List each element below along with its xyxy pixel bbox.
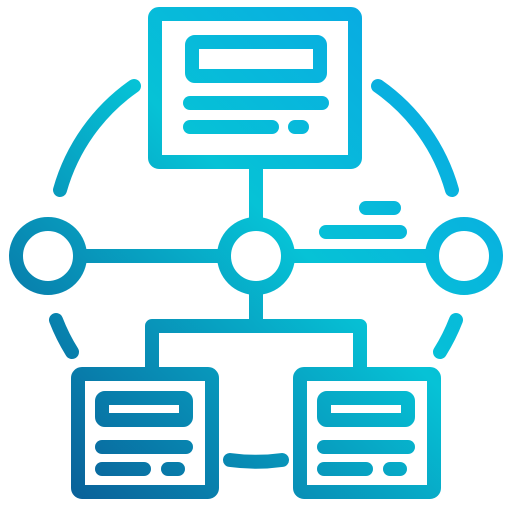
orbit-arc-bottom-left <box>49 313 79 359</box>
hub-node <box>217 217 295 295</box>
orbit-arc-bottom <box>223 453 289 469</box>
bottom-right-page-frame <box>293 367 441 499</box>
bottom-left-page-header-bar <box>95 391 193 427</box>
bottom-right-page-header-bar <box>317 391 415 427</box>
orbit-arc-top-left <box>53 79 141 197</box>
left-node <box>9 217 87 295</box>
orbit-arc-bottom-right <box>433 313 463 359</box>
bottom-left-page-frame <box>71 367 219 499</box>
top-page-header-bar <box>185 35 327 83</box>
connector-branch <box>145 319 367 375</box>
orbit-arc-top-right <box>371 79 459 197</box>
right-node <box>425 217 503 295</box>
